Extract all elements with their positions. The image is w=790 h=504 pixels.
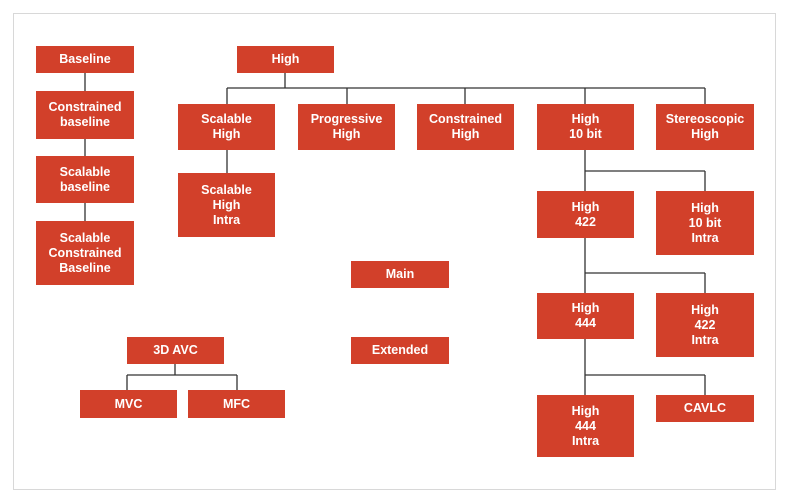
high-422-intra-node: High 422 Intra (656, 293, 754, 357)
main-node: Main (351, 261, 449, 288)
constrained-baseline-node: Constrained baseline (36, 91, 134, 139)
high-444-node: High 444 (537, 293, 634, 339)
3d-avc-node: 3D AVC (127, 337, 224, 364)
mvc-node: MVC (80, 390, 177, 418)
high-422-node: High 422 (537, 191, 634, 238)
stereoscopic-high-node: Stereoscopic High (656, 104, 754, 150)
scalable-constrained-baseline-node: Scalable Constrained Baseline (36, 221, 134, 285)
high-node: High (237, 46, 334, 73)
high-10-bit-intra-node: High 10 bit Intra (656, 191, 754, 255)
high-444-intra-node: High 444 Intra (537, 395, 634, 457)
scalable-high-node: Scalable High (178, 104, 275, 150)
extended-node: Extended (351, 337, 449, 364)
mfc-node: MFC (188, 390, 285, 418)
constrained-high-node: Constrained High (417, 104, 514, 150)
scalable-high-intra-node: Scalable High Intra (178, 173, 275, 237)
scalable-baseline-node: Scalable baseline (36, 156, 134, 203)
high-10-bit-node: High 10 bit (537, 104, 634, 150)
progressive-high-node: Progressive High (298, 104, 395, 150)
cavlc-node: CAVLC (656, 395, 754, 422)
baseline-node: Baseline (36, 46, 134, 73)
